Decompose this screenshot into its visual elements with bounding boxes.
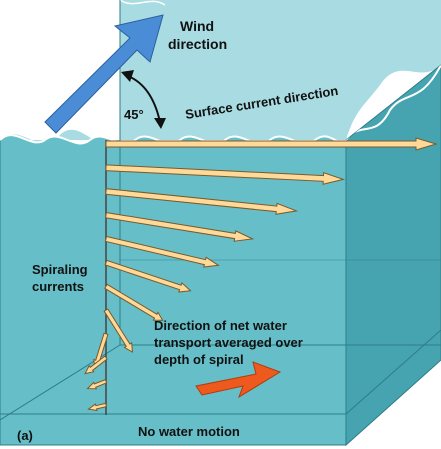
side-waves <box>346 65 441 141</box>
spiral-current-arrow <box>105 164 346 185</box>
water-surface-top <box>0 0 441 146</box>
spiral-current-arrow <box>105 137 438 151</box>
water-side-face <box>345 64 441 447</box>
angle-arc-head-top <box>121 70 134 82</box>
spiral-current-arrows <box>84 137 438 412</box>
net-transport-label: Direction of net water transport average… <box>154 318 306 367</box>
spiral-current-arrow <box>104 235 220 268</box>
spiral-current-arrow <box>103 308 133 353</box>
spiraling-currents-label: Spiraling currents <box>32 262 91 294</box>
angle-arc <box>127 75 161 123</box>
net-transport-arrow <box>195 361 282 399</box>
panel-label: (a) <box>17 428 33 443</box>
spiral-current-arrow <box>87 402 108 412</box>
spiral-current-arrow <box>105 212 255 242</box>
spiral-current-arrow <box>84 355 108 375</box>
back-wave-crests <box>0 0 166 13</box>
no-water-motion-label: No water motion <box>138 424 240 439</box>
wind-direction-label: Wind direction <box>168 18 227 52</box>
wind-arrow <box>44 14 164 134</box>
angle-arc-head-bottom <box>154 118 166 129</box>
spiral-current-arrow <box>105 188 299 215</box>
spiral-current-arrow <box>104 259 192 293</box>
spiral-current-arrow <box>104 283 164 321</box>
interior-side-floor <box>345 329 441 415</box>
spiral-current-arrow <box>86 378 108 390</box>
angle-label: 45° <box>124 107 144 122</box>
